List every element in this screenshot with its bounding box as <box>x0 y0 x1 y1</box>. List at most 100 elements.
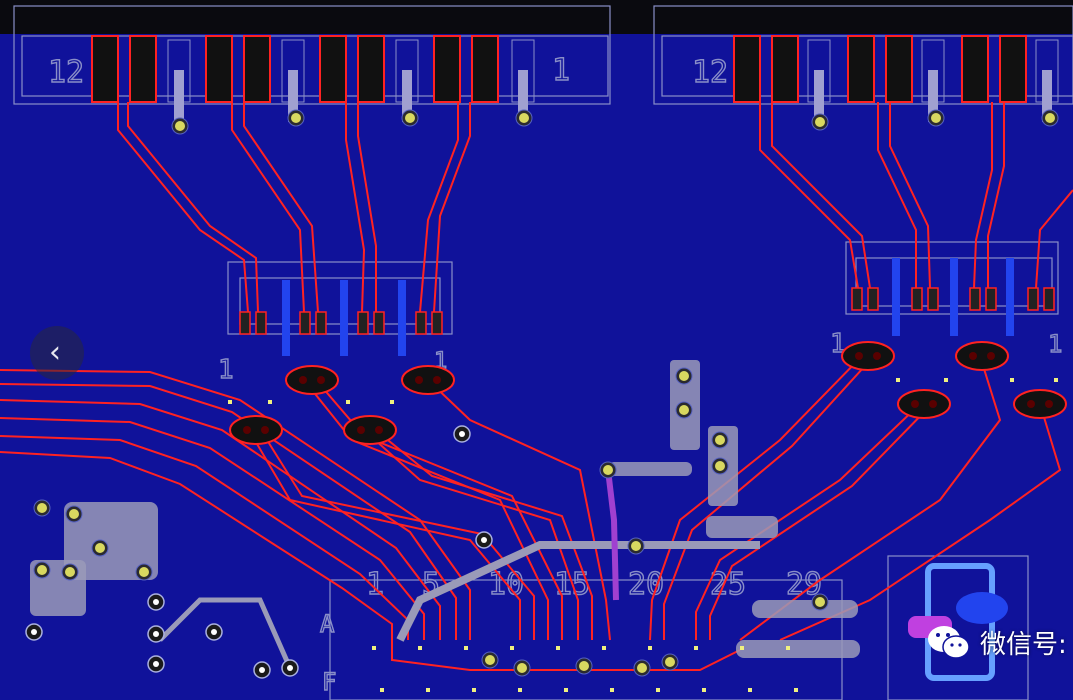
via-core <box>637 663 647 673</box>
connector-pad <box>999 35 1027 103</box>
via-core <box>679 405 689 415</box>
chip-pad <box>415 311 427 335</box>
signal-trace <box>1035 189 1073 289</box>
via-hole <box>375 426 383 434</box>
right-chip-label-b: 1 <box>1048 330 1062 358</box>
chip-pad <box>239 311 251 335</box>
via-core <box>139 567 149 577</box>
test-point <box>268 400 272 404</box>
test-point <box>656 688 660 692</box>
via-hole <box>357 426 365 434</box>
chip-pad <box>1027 287 1039 311</box>
via-core <box>291 113 301 123</box>
grey-trace <box>396 541 760 642</box>
via-hole <box>317 376 325 384</box>
watermark: 微信号: <box>926 618 1067 666</box>
test-point <box>602 646 606 650</box>
signal-trace <box>377 431 593 640</box>
signal-trace <box>973 102 993 289</box>
back-button[interactable]: ‹ <box>30 326 84 380</box>
left-chip-label-a: 1 <box>218 355 234 385</box>
chip-blue-bar <box>282 280 290 356</box>
via-core <box>95 543 105 553</box>
via-core <box>31 629 37 635</box>
via-core <box>37 565 47 575</box>
chip-pad <box>867 287 879 311</box>
grey-pour <box>706 516 778 538</box>
signal-trace <box>0 369 471 640</box>
test-point <box>1054 378 1058 382</box>
via-core <box>679 371 689 381</box>
side-label-b: F <box>322 668 336 696</box>
signal-trace <box>0 417 425 640</box>
grey-pour <box>736 640 860 658</box>
chip-blue-bar <box>398 280 406 356</box>
signal-trace <box>357 102 377 312</box>
chip-pad <box>1043 287 1055 311</box>
connector-left-label-a: 12 <box>48 55 84 90</box>
diff-via-pair <box>229 415 283 445</box>
via-hole <box>415 376 423 384</box>
via-hole <box>929 400 937 408</box>
header-pin-number: 20 <box>628 567 664 602</box>
via-core <box>815 117 825 127</box>
chip-pad <box>969 287 981 311</box>
via-core <box>211 629 217 635</box>
signal-trace <box>0 383 457 640</box>
connector-pad <box>357 35 385 103</box>
test-point <box>694 646 698 650</box>
via-core <box>519 113 529 123</box>
diff-via-pair <box>285 365 339 395</box>
connector-pad <box>433 35 461 103</box>
via-hole <box>873 352 881 360</box>
via-core <box>603 465 613 475</box>
chip-blue-bar <box>1006 258 1014 336</box>
signal-trace <box>0 451 393 640</box>
connector-pad <box>885 35 913 103</box>
test-point <box>786 646 790 650</box>
signal-trace <box>345 102 366 313</box>
via-hole <box>855 352 863 360</box>
via-core <box>1045 113 1055 123</box>
via-core <box>485 655 495 665</box>
via-core <box>579 661 589 671</box>
via-hole <box>1045 400 1053 408</box>
test-point <box>418 646 422 650</box>
test-point <box>518 688 522 692</box>
via-core <box>153 631 159 637</box>
signal-trace <box>117 102 249 313</box>
connector-pad <box>471 35 499 103</box>
signal-trace <box>739 355 1002 641</box>
signal-trace <box>663 355 875 640</box>
via-core <box>517 663 527 673</box>
test-point <box>390 400 394 404</box>
signal-trace <box>433 102 471 313</box>
signal-trace <box>231 102 305 313</box>
via-core <box>405 113 415 123</box>
side-label-a: A <box>320 610 335 638</box>
test-point <box>564 688 568 692</box>
diff-via-pair <box>955 341 1009 371</box>
chip-pad <box>373 311 385 335</box>
connector-pin-bar <box>928 70 938 122</box>
signal-trace <box>249 431 521 640</box>
connector-pad <box>847 35 875 103</box>
chip-pad <box>985 287 997 311</box>
connector-pad <box>961 35 989 103</box>
test-point <box>346 400 350 404</box>
via-core <box>715 435 725 445</box>
connector-pad <box>319 35 347 103</box>
chip-pad <box>431 311 443 335</box>
signal-trace <box>889 102 931 289</box>
via-core <box>481 537 487 543</box>
header-pin-number: 1 <box>366 567 384 602</box>
connector-pin-bar <box>288 70 298 122</box>
signal-trace <box>315 379 563 640</box>
connector-pin-bar <box>814 70 824 122</box>
signal-trace <box>427 379 611 641</box>
via-core <box>931 113 941 123</box>
diff-via-pair <box>401 365 455 395</box>
signal-trace <box>0 399 441 640</box>
